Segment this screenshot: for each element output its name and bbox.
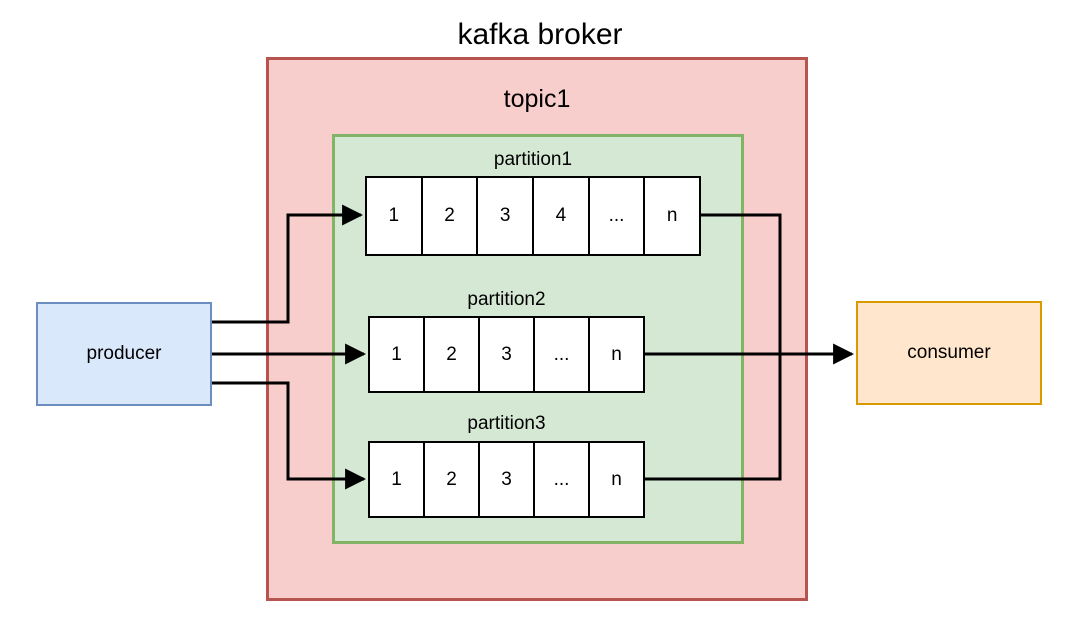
partition3-cell: n [611, 468, 622, 490]
partition3-cell: 2 [425, 443, 480, 516]
partition1-cell: 2 [423, 178, 479, 254]
partition1-cell: 4 [534, 178, 590, 254]
partition2: 1 2 3 ... n [368, 316, 645, 393]
topic-title: topic1 [503, 85, 571, 113]
partition1-cell: 3 [478, 178, 535, 254]
partition1-cell: n [666, 205, 678, 226]
partition2-cell: 2 [425, 318, 480, 391]
kafka-broker-title: kafka broker [457, 18, 623, 51]
partition1-cell: 1 [367, 178, 423, 254]
partition2-title: partition2 [467, 289, 546, 310]
consumer-node: consumer [856, 301, 1042, 405]
partition1-title: partition1 [493, 149, 573, 170]
partition1: 1 2 3 4 ... n [365, 176, 701, 256]
partition3-cell: ... [535, 443, 590, 516]
partition3-cell: 3 [480, 443, 535, 516]
partition1-cell: ... [590, 178, 646, 254]
partition3-cell: 1 [370, 443, 425, 516]
partition2-cell: 1 [370, 318, 425, 391]
partition2-cell: ... [535, 318, 590, 391]
partition2-cell: 3 [480, 318, 535, 391]
partition3: 1 2 3 ... n [368, 441, 645, 518]
producer-node: producer [36, 302, 212, 406]
partition3-title: partition3 [467, 413, 546, 434]
partition2-cell: n [611, 343, 622, 365]
